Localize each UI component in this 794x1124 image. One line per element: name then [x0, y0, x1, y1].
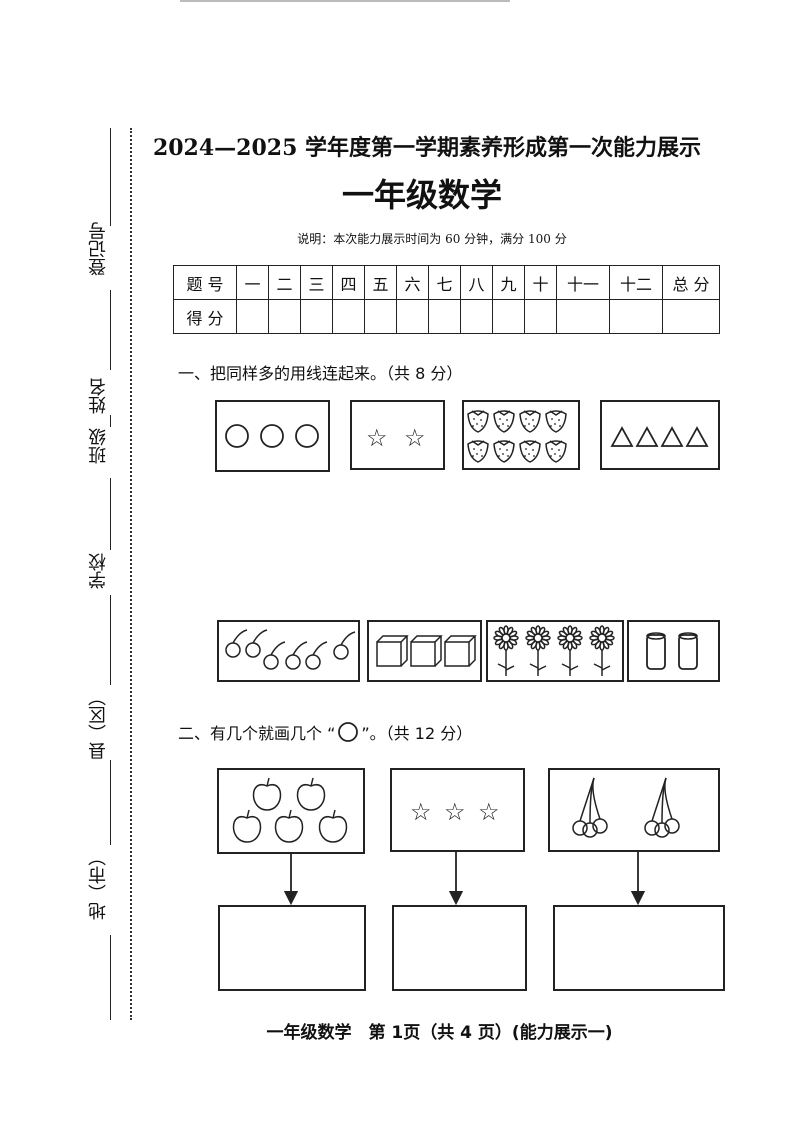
registration-blank[interactable]: [110, 128, 111, 226]
score-cell[interactable]: [300, 299, 333, 334]
cherries-icon: [572, 777, 680, 838]
score-cell[interactable]: [268, 299, 301, 334]
score-cell-total[interactable]: [662, 299, 720, 334]
triangles-icon: [610, 426, 709, 447]
q1-box-cherries[interactable]: [217, 620, 360, 682]
question-2-text-before: 二、有几个就画几个 “: [178, 724, 336, 743]
q1-box-triangles[interactable]: [600, 400, 720, 470]
q1-box-cubes[interactable]: [367, 620, 482, 682]
score-cell[interactable]: [609, 299, 663, 334]
score-cell[interactable]: [236, 299, 269, 334]
exam-note: 说明：本次能力展示时间为 60 分钟，满分 100 分: [297, 232, 567, 246]
score-table: 题 号 一 二 三 四 五 六 七 八 九 十 十一 十二 总 分 得 分: [173, 265, 720, 334]
svg-text:☆: ☆: [478, 798, 500, 826]
score-cell[interactable]: [524, 299, 557, 334]
score-cell[interactable]: [332, 299, 365, 334]
score-table-header-row: 题 号 一 二 三 四 五 六 七 八 九 十 十一 十二 总 分: [173, 265, 720, 300]
exam-subject: 一年级数学: [341, 176, 502, 214]
q1-box-stars[interactable]: ☆ ☆: [350, 400, 445, 470]
circle-symbol-icon: [338, 722, 359, 742]
svg-text:☆: ☆: [404, 424, 426, 452]
score-col-4: 四: [332, 265, 365, 300]
q2-box-cherries: [548, 768, 720, 852]
question-2-text-after: ”。（共 12 分）: [361, 724, 473, 743]
score-table-score-row: 得 分: [173, 299, 720, 334]
city-blank[interactable]: [110, 760, 111, 845]
cubes-icon: [376, 635, 477, 667]
q2-answer-box-2[interactable]: [392, 905, 527, 991]
score-cell[interactable]: [428, 299, 461, 334]
score-col-7: 七: [428, 265, 461, 300]
name-blank[interactable]: [110, 290, 111, 370]
cylinders-icon: [646, 632, 698, 670]
score-cell[interactable]: [396, 299, 429, 334]
score-cell[interactable]: [556, 299, 610, 334]
q1-box-circles[interactable]: [215, 400, 330, 472]
svg-text:☆: ☆: [410, 798, 432, 826]
q1-box-strawberries[interactable]: [462, 400, 580, 470]
page-footer: 一年级数学 第 1页（共 4 页）(能力展示一): [266, 1023, 613, 1043]
binding-dotted-line: [130, 128, 132, 1020]
score-cell[interactable]: [492, 299, 525, 334]
score-col-9: 九: [492, 265, 525, 300]
exam-title: 2024—2025 学年度第一学期素养形成第一次能力展示: [152, 135, 702, 161]
top-edge-line: [180, 0, 510, 2]
q1-box-flowers[interactable]: [486, 620, 624, 682]
score-col-11: 十一: [556, 265, 610, 300]
q1-box-cylinders[interactable]: [627, 620, 720, 682]
stars-icon: ☆ ☆ ☆: [410, 798, 500, 826]
q2-box-stars: ☆ ☆ ☆: [390, 768, 525, 852]
flowers-icon: [493, 625, 615, 676]
county-blank[interactable]: [110, 595, 111, 685]
city-blank-lower[interactable]: [110, 935, 111, 1020]
stars-icon: ☆ ☆: [366, 424, 426, 452]
apples-icon: [232, 777, 348, 843]
score-col-total: 总 分: [662, 265, 720, 300]
svg-text:☆: ☆: [366, 424, 388, 452]
question-1-text: 一、把同样多的用线连起来。（共 8 分）: [178, 364, 463, 383]
q2-answer-box-3[interactable]: [553, 905, 725, 991]
cherries-icon: [225, 629, 356, 670]
class-blank[interactable]: [110, 415, 111, 427]
circles-icon: [225, 424, 319, 448]
score-row2-label: 得 分: [173, 299, 237, 334]
svg-text:☆: ☆: [444, 798, 466, 826]
school-blank[interactable]: [110, 478, 111, 550]
strawberries-icon: [467, 410, 567, 463]
score-col-3: 三: [300, 265, 333, 300]
q2-box-apples: [217, 768, 365, 854]
q2-answer-box-1[interactable]: [218, 905, 366, 991]
question-2-text: 二、有几个就画几个 “ ”。（共 12 分）: [178, 720, 472, 744]
